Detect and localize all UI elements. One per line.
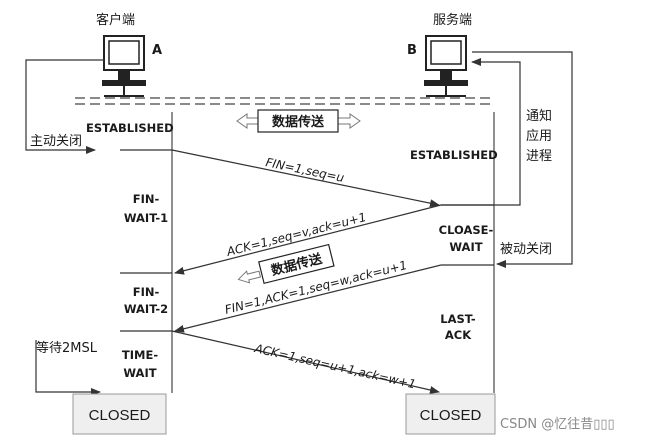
server-state-last-ack-a: LAST- [440,312,476,326]
message-arrow-ack [174,204,442,275]
active-close-label: 主动关闭 [30,134,82,149]
watermark: CSDN @忆往昔▯▯▯ [500,416,615,432]
server-state-last-ack-b: ACK [445,328,472,342]
client-title: 客户端 [96,12,135,28]
client-closed-box [72,393,167,435]
notify-label-1: 通知 [526,108,552,124]
client-letter: A [152,43,162,58]
server-state-close-wait-a: CLOASE- [439,223,494,237]
client-state-fin-wait-2-b: WAIT-2 [124,302,168,316]
active-close-connector [25,59,104,154]
client-state-time-wait-b: WAIT [123,366,156,380]
client-closed-label: CLOSED [89,407,151,424]
server-closed-box [405,393,496,435]
passive-close-connector [472,51,573,268]
data-transfer-arrow-top [236,109,361,133]
client-state-fin-wait-1-a: FIN- [133,192,160,206]
notify-label-3: 进程 [526,149,552,164]
data-transfer-arrow-middle: 数据传送 [237,243,335,285]
notify-label-2: 应用 [526,128,552,144]
client-state-fin-wait-1-b: WAIT-1 [124,211,168,225]
server-computer-icon [424,35,468,97]
message-label-fin: FIN=1,seq=u [264,155,345,185]
message-label-ack: ACK=1,seq=v,ack=u+1 [224,210,367,259]
server-state-established: ESTABLISHED [410,148,498,162]
server-closed-label: CLOSED [420,407,482,424]
message-arrow-fin [171,149,440,208]
wait-2msl-connector [35,340,101,396]
client-computer-icon [102,35,146,97]
notify-app-connector [441,58,521,206]
client-state-time-wait-a: TIME- [122,348,158,362]
message-arrow-fin-ack [174,264,442,333]
wait-2msl-label: 等待2MSL [36,340,98,356]
message-arrow-final-ack [171,330,440,394]
server-letter: B [407,43,417,58]
message-label-final-ack: ACK=1,seq=u+1,ack=w+1 [252,341,417,391]
client-state-established: ESTABLISHED [86,121,174,135]
data-transfer-label-top: 数据传送 [272,114,325,130]
client-state-fin-wait-2-a: FIN- [133,285,160,299]
passive-close-label: 被动关闭 [500,242,552,257]
server-title: 服务端 [433,12,472,28]
server-state-close-wait-b: WAIT [449,240,482,254]
